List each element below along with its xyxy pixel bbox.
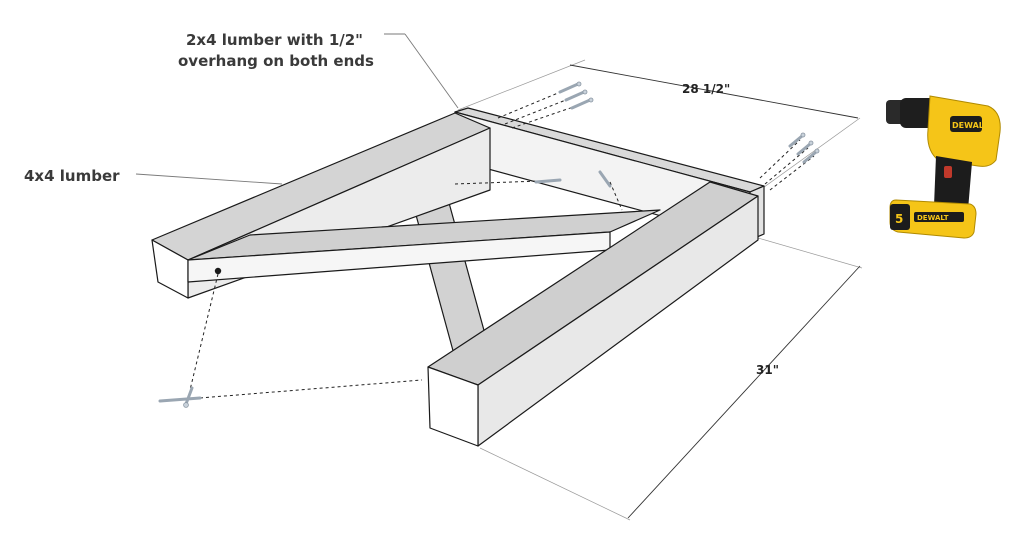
screws xyxy=(158,81,820,408)
top-annotation-line1: 2x4 lumber with 1/2" xyxy=(186,31,363,49)
length-dimension: 31" xyxy=(479,237,863,521)
drill-brand-label: DEWALT xyxy=(952,121,989,130)
drill-icon: DEWALT 5 DEWALT xyxy=(886,95,1001,239)
battery-brand-label: DEWALT xyxy=(917,214,949,222)
battery-voltage-label: 5 xyxy=(895,212,903,226)
width-dimension: 28 1/2" xyxy=(457,59,861,191)
top-annotation-line2: overhang on both ends xyxy=(178,52,374,70)
top-annotation: 2x4 lumber with 1/2" overhang on both en… xyxy=(178,31,459,109)
side-annotation: 4x4 lumber xyxy=(24,167,283,185)
length-dimension-label: 31" xyxy=(756,363,779,377)
width-dimension-label: 28 1/2" xyxy=(682,82,730,96)
pilot-hole xyxy=(214,267,222,275)
right-4x4-leg xyxy=(427,181,759,447)
side-annotation-text: 4x4 lumber xyxy=(24,167,120,185)
